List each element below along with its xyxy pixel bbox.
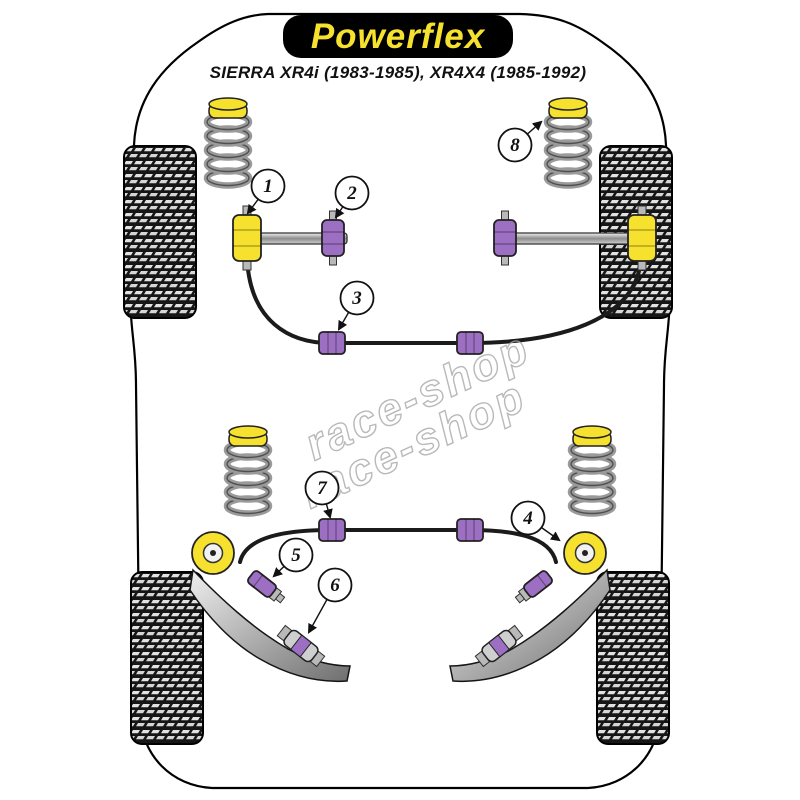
- callout-4-number: 4: [522, 508, 533, 529]
- rear-left-top-mount-yellow: [191, 531, 235, 575]
- callout-1: 1: [246, 168, 286, 215]
- callout-8: 8: [497, 120, 543, 163]
- spring-rear-left: [227, 426, 269, 514]
- front-right-control-arm: [493, 205, 657, 271]
- spring-front-left: [207, 98, 249, 186]
- callout-6-number: 6: [330, 575, 340, 596]
- callout-1-circle: [250, 168, 286, 204]
- model-subtitle: SIERRA XR4i (1983-1985), XR4X4 (1985-199…: [210, 63, 587, 82]
- callout-8-circle: [497, 127, 533, 163]
- callout-4-circle: [510, 500, 546, 536]
- callout-7-circle: [304, 470, 340, 506]
- rear-right-top-mount-yellow: [563, 531, 607, 575]
- callout-1-number: 1: [263, 176, 273, 197]
- callout-7: 7: [304, 470, 340, 520]
- callout-5-number: 5: [291, 545, 301, 566]
- brand-logo: Powerflex: [283, 15, 513, 58]
- callout-7-number: 7: [317, 478, 328, 499]
- callout-5: 5: [272, 537, 314, 578]
- tire-rear-left: [130, 571, 204, 745]
- callout-6: 6: [307, 567, 353, 634]
- callout-2: 2: [334, 175, 370, 219]
- callout-2-circle: [334, 175, 370, 211]
- rear-right-trailing-arm: [449, 568, 611, 683]
- front-right-arm-shaft: [501, 232, 649, 245]
- spring-rear-right: [571, 426, 613, 514]
- callout-3-number: 3: [351, 288, 362, 309]
- rear-arb-bushing-left: [318, 518, 346, 542]
- front-left-control-arm: [232, 205, 348, 271]
- callout-3: 3: [337, 280, 375, 331]
- callout-4: 4: [510, 500, 561, 542]
- front-right-outer-bushing-yellow: [627, 205, 657, 271]
- brand-logo-text: Powerflex: [311, 17, 486, 56]
- tire-front-left: [123, 145, 197, 319]
- rear-arb-bushing-right: [456, 518, 484, 542]
- front-left-outer-bushing-yellow: [232, 205, 262, 271]
- spring-front-right: [547, 98, 589, 186]
- tire-rear-right: [596, 571, 670, 745]
- callout-8-number: 8: [510, 135, 520, 156]
- callout-6-circle: [317, 567, 353, 603]
- rear-anti-roll-bar: [238, 528, 558, 564]
- callout-5-circle: [278, 537, 314, 573]
- callout-3-circle: [339, 280, 375, 316]
- brand-logo-panel: [283, 15, 513, 58]
- front-arb-bushing-left: [318, 331, 346, 355]
- callout-2-number: 2: [346, 183, 357, 204]
- rear-left-trailing-arm: [189, 568, 351, 683]
